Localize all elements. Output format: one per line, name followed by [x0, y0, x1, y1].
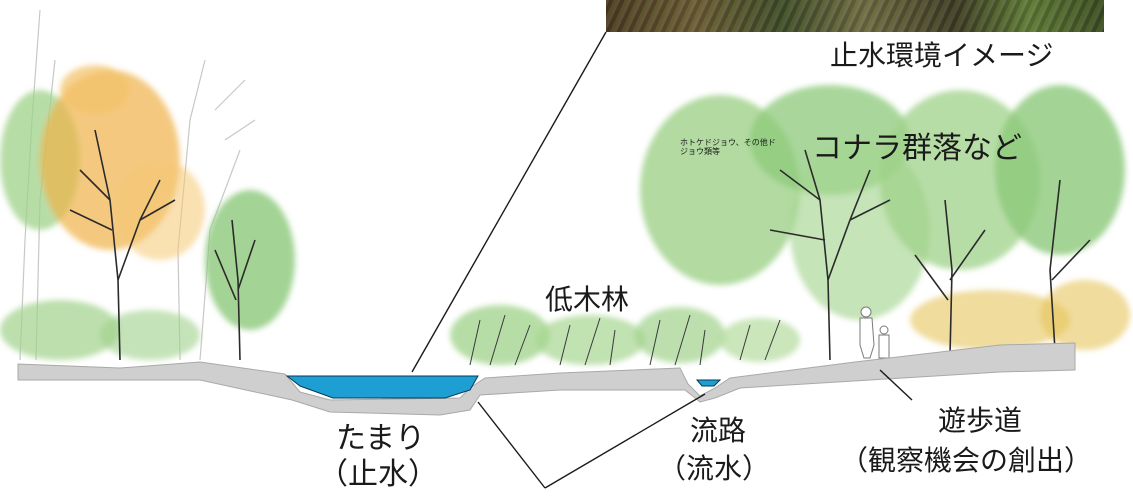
left-foliage — [0, 65, 295, 360]
shrub-forest-label: 低木林 — [545, 283, 630, 316]
pool-label: たまり — [336, 421, 426, 456]
leader-lines — [411, 31, 913, 489]
stagnant-image-label: 止水環境イメージ — [830, 39, 1054, 72]
ground-profile — [17, 342, 1076, 416]
channel-sub-label: （流水） — [658, 452, 771, 485]
channel-label: 流路 — [690, 414, 747, 447]
path-sub-label: （観察機会の創出） — [840, 444, 1093, 477]
shrub-stems — [469, 314, 781, 366]
species-note-label: ホトケドジョウ、その他ドジョウ類等 — [680, 138, 776, 157]
channel-water — [695, 379, 722, 387]
path-label: 遊歩道 — [938, 404, 1023, 437]
konara-community-label: コナラ群落など — [812, 131, 1022, 166]
stagnant-environment-photo — [606, 0, 1104, 32]
pool-water — [285, 375, 479, 399]
left-tree-trunks — [69, 129, 256, 361]
visitor-figures — [859, 306, 890, 359]
pool-sub-label: （止水） — [318, 457, 438, 492]
right-foliage — [640, 85, 1130, 350]
right-tree-trunks — [769, 149, 1091, 361]
